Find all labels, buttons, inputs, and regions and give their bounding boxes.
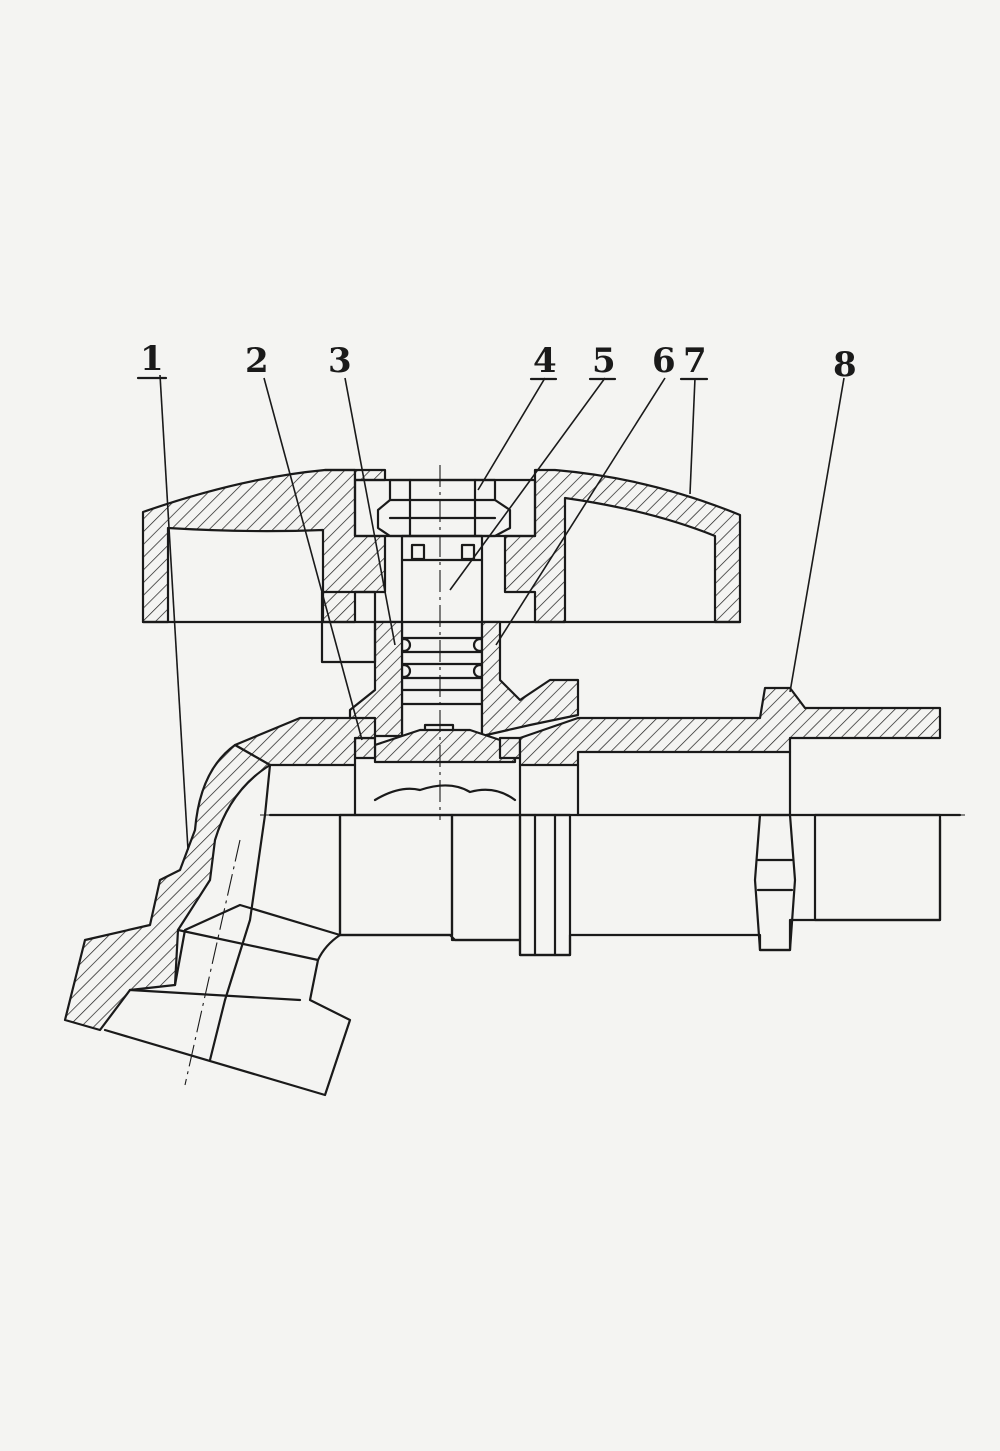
spout-wall <box>63 743 272 1032</box>
callout-8: 8 <box>833 345 857 385</box>
valve-stem <box>393 534 491 755</box>
handle-right-wing <box>503 468 742 624</box>
handle <box>141 468 742 624</box>
callout-1: 1 <box>140 339 164 379</box>
callout-7: 7 <box>683 341 707 381</box>
leader-lines <box>159 374 845 851</box>
callout-5: 5 <box>592 341 616 381</box>
nut <box>376 478 512 538</box>
valve-body <box>63 686 962 1097</box>
spout-centerline <box>184 839 241 1086</box>
body-top-wall <box>233 716 377 767</box>
callout-3: 3 <box>328 341 352 381</box>
handle-left-wing <box>141 468 387 624</box>
callout-labels: 1 2 3 4 5 6 7 8 <box>136 339 857 385</box>
callout-2: 2 <box>245 341 269 381</box>
callout-6: 6 <box>652 341 676 381</box>
bonnet <box>320 590 580 738</box>
ball-disc <box>353 728 522 802</box>
body-top-wall-right <box>518 686 942 767</box>
callout-4: 4 <box>533 341 557 381</box>
